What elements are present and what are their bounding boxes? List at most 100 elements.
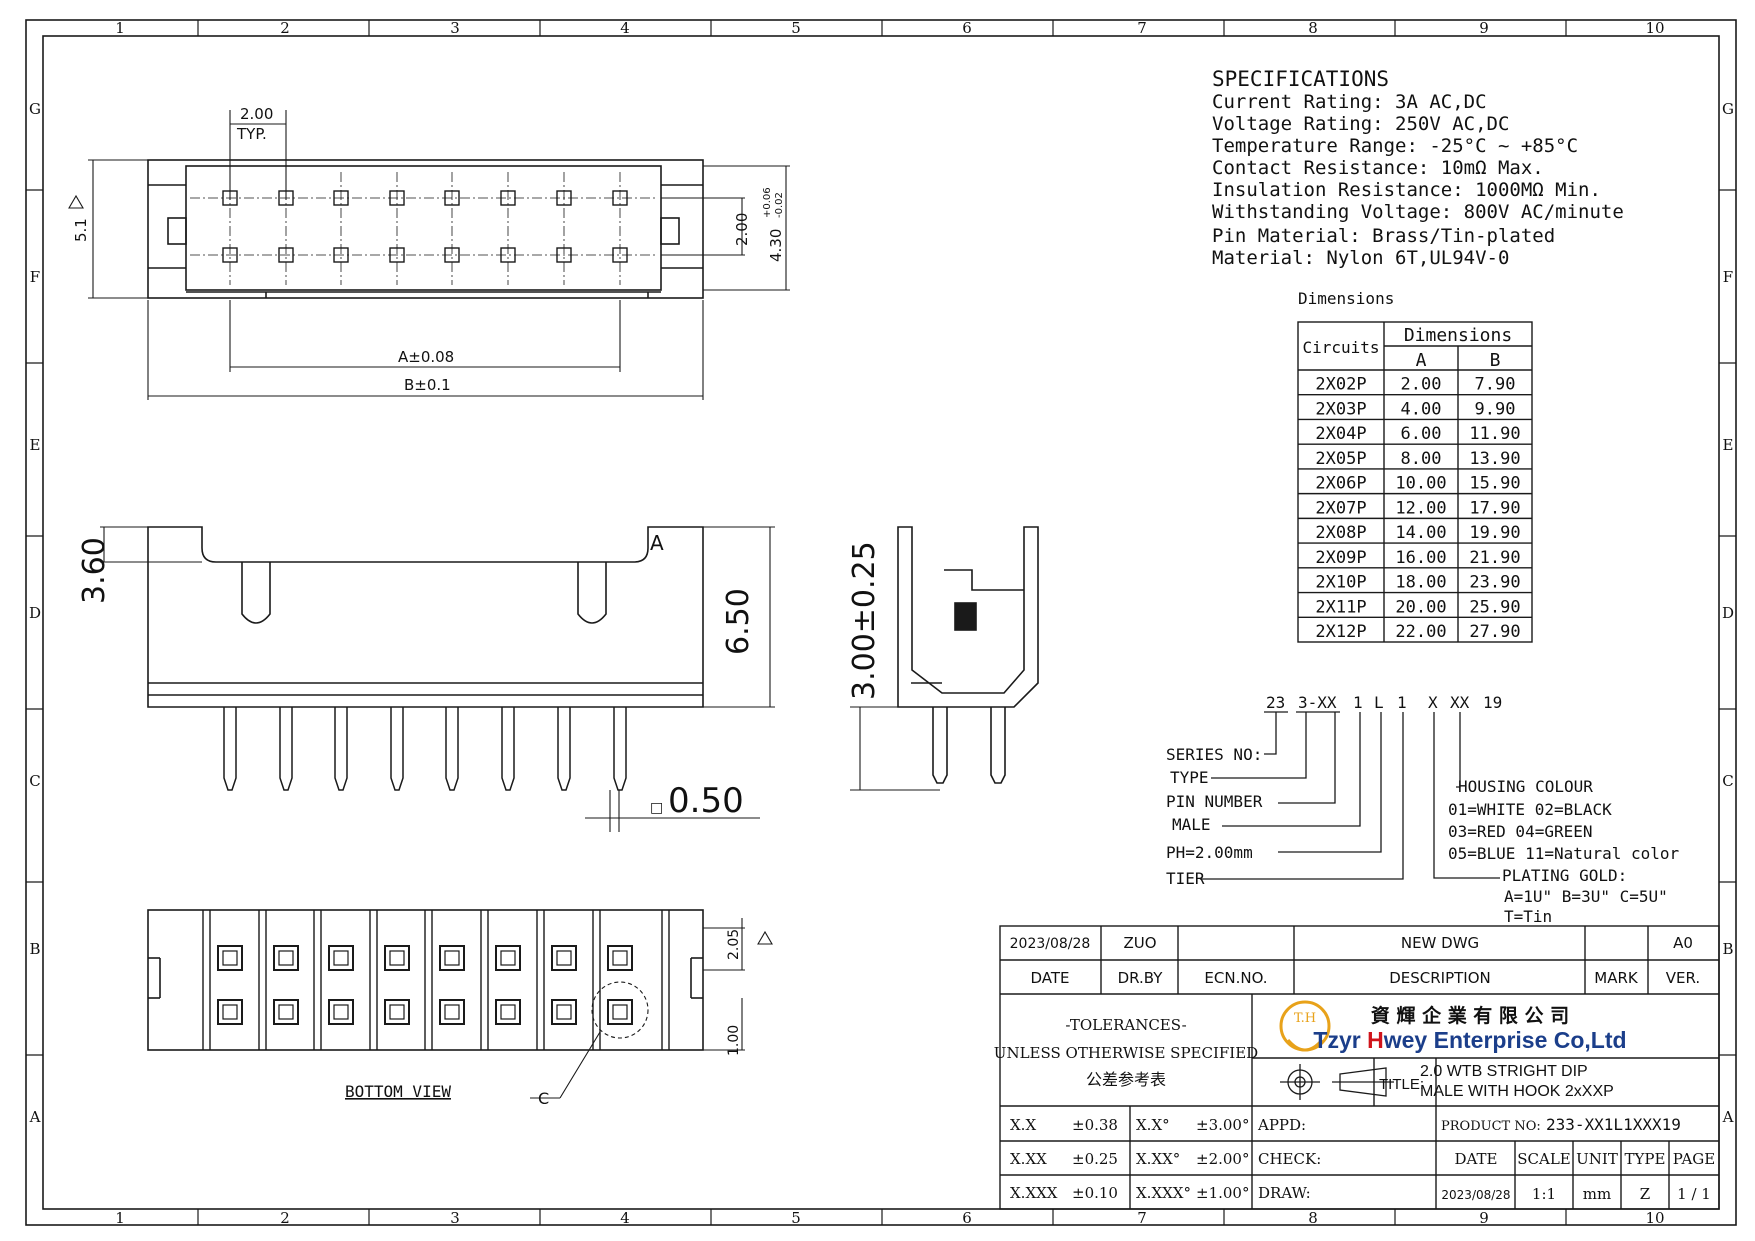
dim-hook-depth: 3.60 xyxy=(77,537,112,604)
tolerances-title: -TOLERANCES- xyxy=(1065,1016,1186,1034)
company-name-en-part2: wey Enterprise Co,Ltd xyxy=(1383,1027,1627,1053)
dim-cell-circuit: 2X09P xyxy=(1315,548,1366,568)
col-label: 1 xyxy=(115,19,125,37)
pn-label: SERIES NO: xyxy=(1166,745,1262,764)
footer-scale-value: 1:1 xyxy=(1532,1185,1556,1203)
housing-colour-line: 03=RED 04=GREEN xyxy=(1448,822,1593,841)
tolerance-cell: X.X xyxy=(1010,1116,1036,1134)
drawing-frame xyxy=(25,19,1737,1226)
pin xyxy=(613,707,627,791)
front-view xyxy=(147,526,704,708)
dim-cell-circuit: 2X03P xyxy=(1315,399,1366,419)
pin-square-inner xyxy=(444,1004,460,1020)
dimensions-col-b: B xyxy=(1490,350,1501,371)
pin-square xyxy=(273,945,299,971)
row-label: E xyxy=(1723,436,1734,454)
plating-title: PLATING GOLD: xyxy=(1502,866,1627,885)
tolerance-cell: X.XXX xyxy=(1010,1184,1058,1202)
company-name-cn: 資 輝 企 業 有 限 公 司 xyxy=(1371,1004,1569,1027)
pin xyxy=(223,707,237,791)
footer-unit-value: mm xyxy=(1583,1185,1611,1203)
col-label: 3 xyxy=(450,1209,460,1227)
dimensions-col-circuits: Circuits xyxy=(1302,338,1379,357)
pin-square xyxy=(551,945,577,971)
pin-square-inner xyxy=(389,950,405,966)
pin-square xyxy=(439,999,465,1025)
dim-cell-a: 8.00 xyxy=(1401,449,1442,469)
pin-square-inner xyxy=(222,950,238,966)
tolerance-cell: ±1.00° xyxy=(1196,1184,1249,1202)
dim-body-height: 6.50 xyxy=(721,588,756,655)
dimensions-col-group: Dimensions xyxy=(1404,325,1512,346)
revision-row: 2023/08/28 ZUO NEW DWG A0 DATE DR.BY ECN… xyxy=(1010,934,1701,987)
housing-colour-title: HOUSING COLOUR xyxy=(1458,777,1593,796)
bottom-view-ribs xyxy=(202,910,670,1050)
pin-square xyxy=(328,999,354,1025)
tolerance-cell: X.XXX° xyxy=(1136,1184,1191,1202)
row-label: F xyxy=(1723,268,1733,286)
footer-page-value: 1 / 1 xyxy=(1677,1185,1711,1203)
col-label: 7 xyxy=(1137,19,1147,37)
pin-square xyxy=(439,945,465,971)
spec-line: Insulation Resistance: 1000MΩ Min. xyxy=(1212,179,1601,201)
pin-square xyxy=(384,999,410,1025)
check-label: CHECK: xyxy=(1258,1150,1321,1168)
product-no: 233-XX1L1XXX19 xyxy=(1546,1115,1681,1134)
dim-row-pitch: 2.00 xyxy=(733,213,751,246)
rev-date: 2023/08/28 xyxy=(1010,936,1091,952)
pin-square-inner xyxy=(612,950,628,966)
col-label: 10 xyxy=(1645,1209,1664,1227)
pin xyxy=(334,707,348,791)
pin-square-inner xyxy=(612,1004,628,1020)
pin-square xyxy=(551,999,577,1025)
spec-heading: SPECIFICATIONS xyxy=(1212,67,1389,91)
frame-col-labels-bottom: 1 2 3 4 5 6 7 8 9 10 xyxy=(115,1209,1664,1227)
pn-label: TYPE xyxy=(1170,768,1209,787)
pin-square xyxy=(328,945,354,971)
row-label: B xyxy=(29,940,40,958)
row-label: D xyxy=(1722,604,1734,622)
footer-scale-label: SCALE xyxy=(1517,1150,1571,1168)
footer-type-value: Z xyxy=(1640,1185,1650,1203)
col-label: 7 xyxy=(1137,1209,1147,1227)
dim-a: A±0.08 xyxy=(398,348,454,366)
frame-row-labels-left: G F E D C B A xyxy=(29,100,41,1126)
dim-cell-a: 20.00 xyxy=(1395,597,1446,617)
row-label: B xyxy=(1722,940,1733,958)
pin-square xyxy=(217,999,243,1025)
tolerance-cell: ±2.00° xyxy=(1196,1150,1249,1168)
bottom-view-text: 2.05 1.00 BOTTOM VIEW C xyxy=(345,929,742,1108)
dim-cell-circuit: 2X10P xyxy=(1315,573,1366,593)
top-view xyxy=(147,159,704,299)
spec-line: Voltage Rating: 250V AC,DC xyxy=(1212,113,1509,135)
pin-square xyxy=(217,945,243,971)
pn-segment: 19 xyxy=(1483,693,1502,712)
pn-segment: X xyxy=(1428,693,1438,712)
footer-date-value: 2023/08/28 xyxy=(1441,1188,1510,1202)
dim-pitch: 2.00 xyxy=(240,105,273,123)
pin-square xyxy=(607,999,633,1025)
dim-cell-b: 11.90 xyxy=(1469,424,1520,444)
pin-size-symbol: □ xyxy=(650,800,663,816)
row-label: E xyxy=(30,436,41,454)
part-number-leaders xyxy=(1200,711,1500,880)
dim-pitch-note: TYP. xyxy=(236,125,267,143)
col-label: 9 xyxy=(1479,1209,1489,1227)
part-number-breakdown: 23 3-XX 1 L 1 X XX 19 SERIES NO: TYPE PI… xyxy=(1166,693,1680,926)
row-label: G xyxy=(1722,100,1734,118)
plating-line: A=1U" B=3U" C=5U" xyxy=(1504,887,1668,906)
pin-square-inner xyxy=(556,950,572,966)
housing-colour-line: 05=BLUE 11=Natural color xyxy=(1448,844,1680,863)
row-label: A xyxy=(29,1108,41,1126)
col-label: 6 xyxy=(962,19,972,37)
pin-square-inner xyxy=(278,1004,294,1020)
dim-height: 5.1 xyxy=(72,218,90,242)
dim-width: 4.30 xyxy=(767,229,785,262)
pin xyxy=(279,707,293,791)
front-view-dim-text: 3.60 6.50 A □ 0.50 xyxy=(77,531,756,821)
dim-cell-b: 23.90 xyxy=(1469,573,1520,593)
dim-width-tol-plus: +0.06 xyxy=(762,187,773,218)
col-label: 1 xyxy=(115,1209,125,1227)
appd-label: APPD: xyxy=(1257,1116,1306,1134)
